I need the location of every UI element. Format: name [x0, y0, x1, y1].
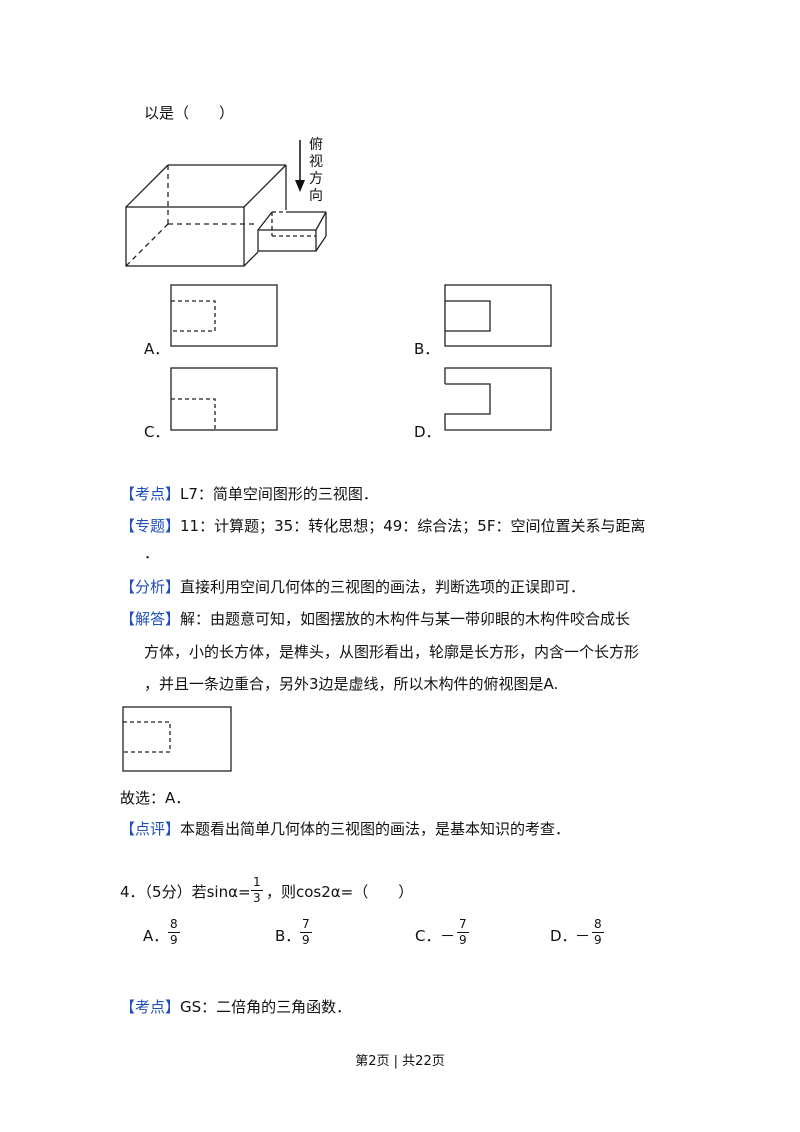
option-c-view[interactable]	[0, 0, 800, 460]
jieda-text-3: ，并且一条边重合，另外3边是虚线，所以木构件的俯视图是A.	[144, 675, 559, 693]
q4-option-b-frac[interactable]: 7 9	[300, 917, 312, 947]
kaodian2-text: GS：二倍角的三角函数．	[180, 998, 352, 1016]
q4-frac-den: 3	[253, 891, 261, 905]
dianping-text: 本题看出简单几何体的三视图的画法，是基本知识的考查．	[180, 820, 571, 838]
kaodian2-line: 【考点】GS：二倍角的三角函数．	[120, 996, 351, 1017]
option-b-label[interactable]: B．	[414, 340, 440, 358]
q4-option-d-label[interactable]: D．	[550, 927, 577, 945]
jieda-tag: 【解答】	[120, 610, 181, 628]
option-a-label[interactable]: A．	[144, 340, 170, 358]
zhuanti-text: 11：计算题；35：转化思想；49：综合法；5F：空间位置关系与距离	[180, 517, 646, 535]
q4-option-a-label[interactable]: A．	[143, 927, 169, 945]
kaodian-tag: 【考点】	[120, 485, 181, 503]
fenxi-line: 【分析】直接利用空间几何体的三视图的画法，判断选项的正误即可．	[120, 576, 585, 597]
kaodian-line: 【考点】L7：简单空间图形的三视图．	[120, 483, 378, 504]
option-a-view[interactable]	[0, 0, 800, 460]
jieda-text-2: 方体，小的长方体，是榫头，从图形看出，轮廓是长方形，内含一个长方形	[144, 643, 640, 661]
kaodian-text: L7：简单空间图形的三视图．	[180, 485, 378, 503]
option-d-label[interactable]: D．	[414, 423, 441, 441]
jieda-line1: 【解答】解：由题意可知，如图摆放的木构件与某一带卯眼的木构件咬合成长	[120, 608, 630, 629]
option-c-label[interactable]: C．	[144, 423, 170, 441]
question-text: 以是（ ）	[144, 104, 235, 122]
fenxi-text: 直接利用空间几何体的三视图的画法，判断选项的正误即可．	[180, 578, 586, 596]
q4-frac-num: 1	[253, 875, 261, 889]
zhuanti-cont: ．	[144, 544, 160, 562]
q4-option-d-sign: －	[575, 927, 591, 945]
q4-option-c-sign: －	[440, 927, 456, 945]
q4-stem-suffix: ，则cos2α=（ ）	[266, 883, 414, 901]
q4-option-c-frac[interactable]: 7 9	[457, 917, 469, 947]
view-direction-label: 俯 视 方 向	[309, 137, 323, 204]
zhuanti-line: 【专题】11：计算题；35：转化思想；49：综合法；5F：空间位置关系与距离	[120, 515, 645, 536]
option-b-view[interactable]	[0, 0, 800, 460]
page-footer: 第2页 | 共22页	[355, 1054, 445, 1069]
zhuanti-tag: 【专题】	[120, 517, 181, 535]
wooden-block-figure	[125, 140, 327, 267]
q4-stem-prefix: 4．（5分）若sinα=	[120, 883, 251, 901]
option-d-view[interactable]	[0, 0, 800, 460]
q4-option-c-label[interactable]: C．	[415, 927, 441, 945]
q4-option-b-label[interactable]: B．	[275, 927, 301, 945]
answer-view-figure	[122, 706, 232, 772]
dianping-line: 【点评】本题看出简单几何体的三视图的画法，是基本知识的考查．	[120, 818, 570, 839]
jieda-text-1: 解：由题意可知，如图摆放的木构件与某一带卯眼的木构件咬合成长	[180, 610, 631, 628]
kaodian2-tag: 【考点】	[120, 998, 181, 1016]
guxuan-text: 故选：A．	[120, 789, 191, 807]
dianping-tag: 【点评】	[120, 820, 181, 838]
q4-option-a-frac[interactable]: 8 9	[168, 917, 180, 947]
fenxi-tag: 【分析】	[120, 578, 181, 596]
q4-option-d-frac[interactable]: 8 9	[592, 917, 604, 947]
q4-fraction: 1 3	[251, 876, 263, 905]
